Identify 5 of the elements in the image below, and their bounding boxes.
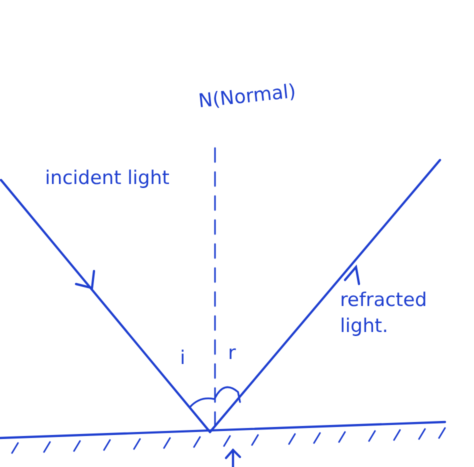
normal-label: N(Normal) [197,79,298,114]
ray-label: incident light [45,166,170,191]
ray-label: refracted light. [340,288,428,339]
angle-label: i [180,346,186,371]
angle-label: r [228,341,237,366]
